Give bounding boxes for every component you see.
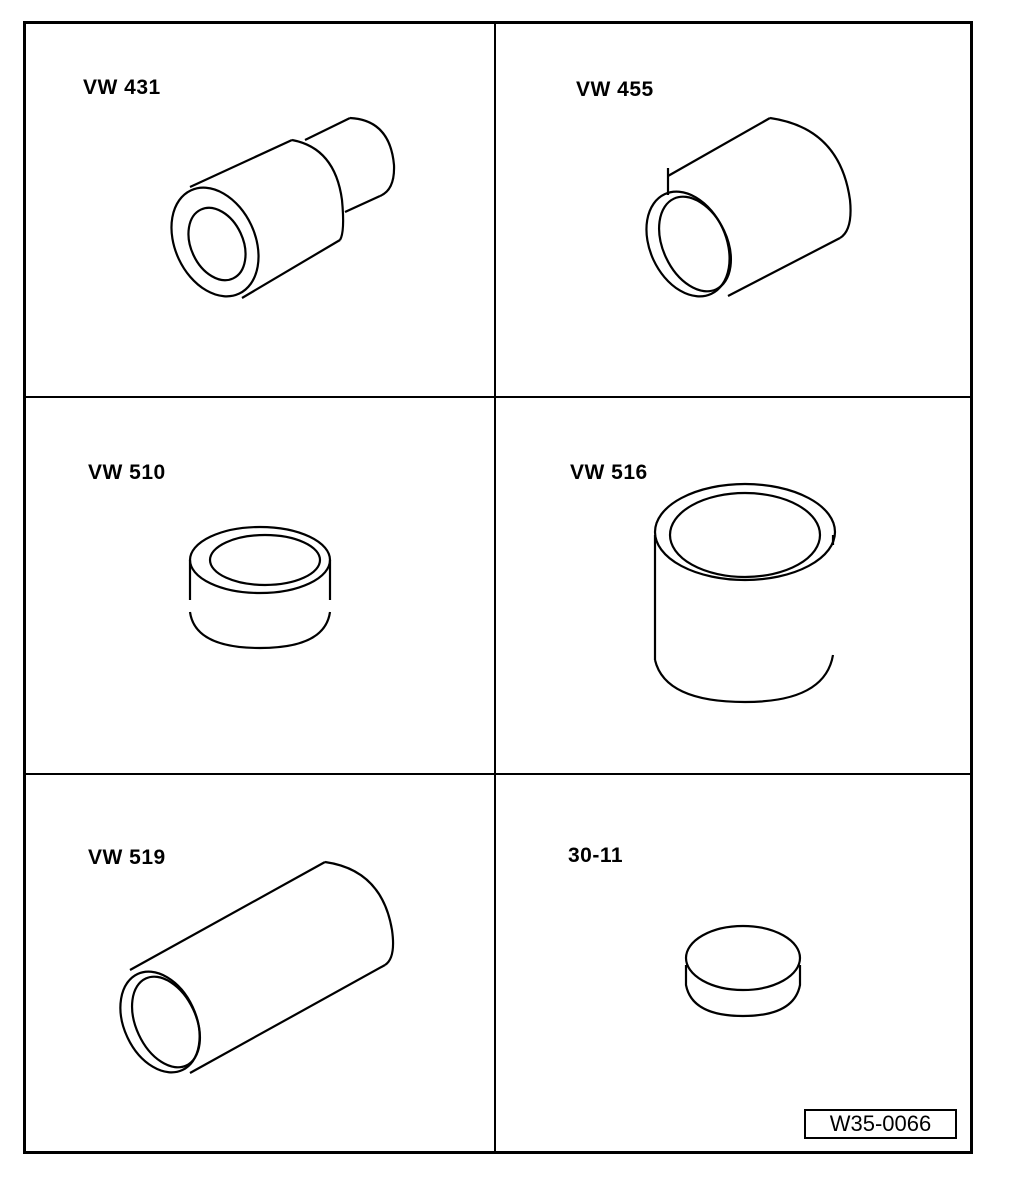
- row-divider-1: [23, 396, 973, 398]
- figure-code: W35-0066: [804, 1109, 957, 1139]
- tool-label-vw516: VW 516: [570, 461, 648, 484]
- row-divider-2: [23, 773, 973, 775]
- tool-label-vw510: VW 510: [88, 461, 166, 484]
- small-cap-sleeve-icon: [684, 924, 802, 1018]
- stepped-drift-sleeve-icon: [170, 116, 396, 299]
- tool-label-30-11: 30-11: [568, 844, 624, 867]
- tool-label-vw455: VW 455: [576, 78, 654, 101]
- large-cup-sleeve-icon: [653, 482, 837, 704]
- tool-label-vw519: VW 519: [88, 846, 166, 869]
- column-divider: [494, 21, 496, 1154]
- cylindrical-sleeve-icon: [645, 116, 852, 298]
- short-ring-sleeve-icon: [188, 525, 332, 650]
- tool-label-vw431: VW 431: [83, 76, 161, 99]
- figure-frame: [23, 21, 973, 1154]
- long-tube-sleeve-icon: [119, 860, 395, 1074]
